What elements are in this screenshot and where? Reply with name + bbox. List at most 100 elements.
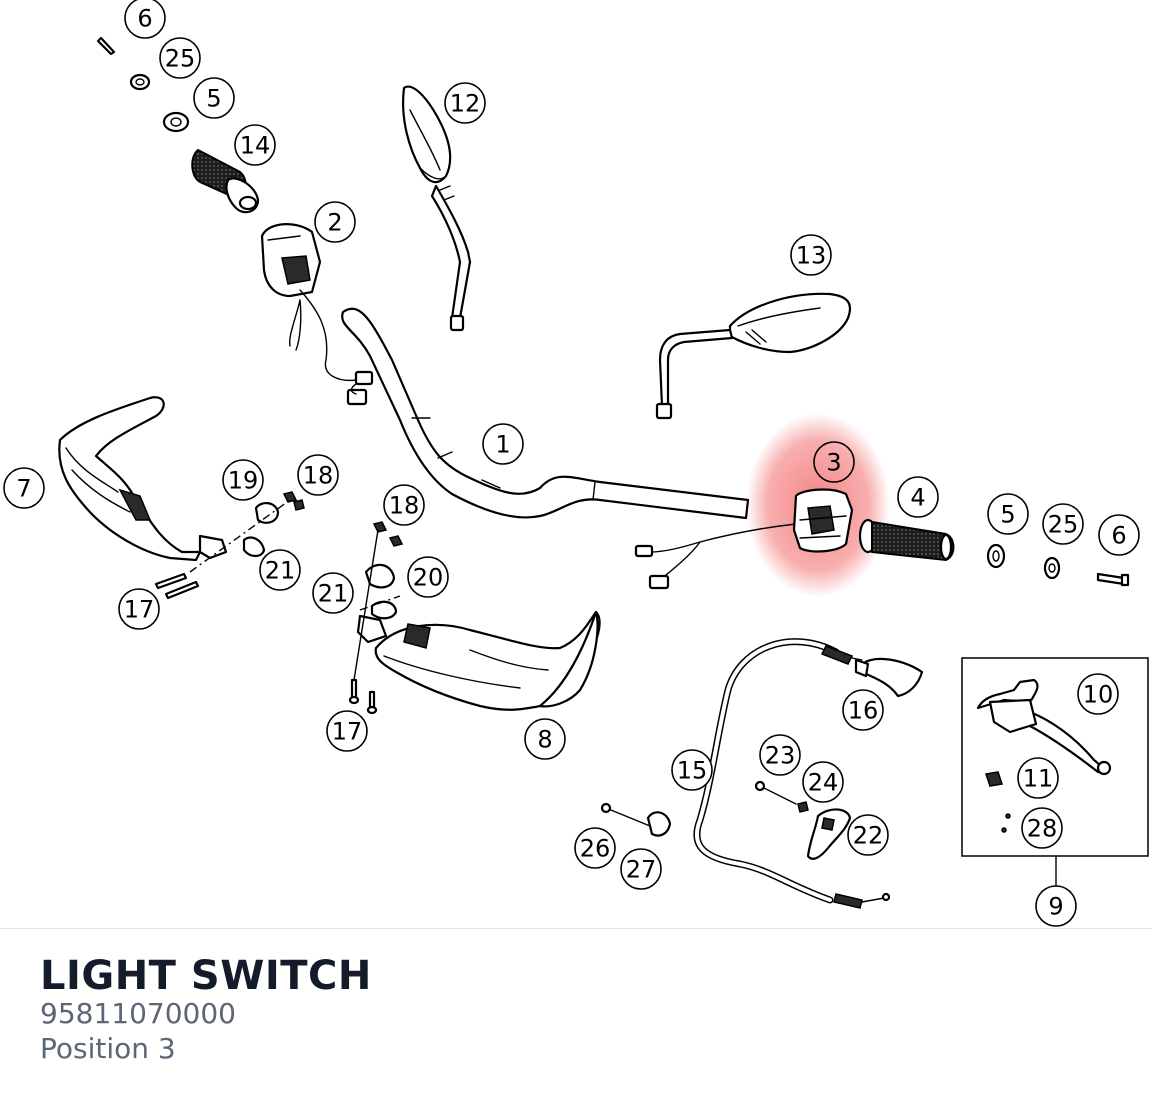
part-27-clamp[interactable] <box>646 811 672 837</box>
callout-22[interactable]: 22 <box>847 814 889 856</box>
callout-circle <box>222 459 264 501</box>
part-22-bracket[interactable] <box>806 808 852 860</box>
callout-18[interactable]: 18 <box>383 484 425 526</box>
part-26-screw[interactable] <box>600 802 651 827</box>
callout-27[interactable]: 27 <box>620 848 662 890</box>
part-5-bar-end-weight-left[interactable] <box>162 111 190 133</box>
callout-circle <box>1042 503 1084 545</box>
part-18-nuts-right[interactable] <box>372 521 404 547</box>
callout-circle <box>802 761 844 803</box>
part-12-left-mirror[interactable] <box>402 85 472 332</box>
callout-circle <box>1098 514 1140 556</box>
callout-label: 8 <box>537 726 552 754</box>
callout-label: 27 <box>626 856 657 884</box>
callout-label: 6 <box>1111 522 1126 550</box>
part-title: LIGHT SWITCH <box>40 953 372 999</box>
callout-24[interactable]: 24 <box>802 761 844 803</box>
callout-label: 4 <box>910 484 925 512</box>
assembly-axis-right <box>359 595 401 611</box>
callout-label: 22 <box>853 822 884 850</box>
callout-circle <box>1035 885 1077 927</box>
callout-label: 21 <box>265 557 296 585</box>
callout-label: 15 <box>677 757 708 785</box>
callout-label: 20 <box>413 564 444 592</box>
callout-18[interactable]: 18 <box>297 454 339 496</box>
callout-5[interactable]: 5 <box>987 493 1029 535</box>
callout-19[interactable]: 19 <box>222 459 264 501</box>
part-1-handlebar[interactable] <box>341 307 750 520</box>
exploded-parts-diagram: 6255142121313452567191818212021171781011… <box>3 0 1149 927</box>
part-17-screws-left[interactable] <box>154 572 200 600</box>
part-21-clip-right[interactable] <box>370 600 398 620</box>
part-25-washer-right[interactable] <box>1043 556 1061 580</box>
part-23-screw[interactable] <box>754 780 797 805</box>
part-16-cable-cover[interactable] <box>854 657 924 698</box>
callout-4[interactable]: 4 <box>897 476 939 518</box>
callout-circle <box>407 556 449 598</box>
callout-label: 28 <box>1027 815 1058 843</box>
part-25-washer-left[interactable] <box>129 73 151 91</box>
callout-13[interactable]: 13 <box>790 234 832 276</box>
callout-label: 2 <box>327 209 342 237</box>
part-15-clutch-cable[interactable] <box>693 638 891 909</box>
callout-label: 5 <box>1000 501 1015 529</box>
callout-25[interactable]: 25 <box>1042 503 1084 545</box>
callout-6[interactable]: 6 <box>124 0 166 39</box>
callout-label: 3 <box>826 449 841 477</box>
part-14-left-grip[interactable] <box>191 148 260 214</box>
part-7-left-handguard[interactable] <box>58 396 228 562</box>
callout-circle <box>897 476 939 518</box>
part-6-bar-end-screw-right[interactable] <box>1096 572 1130 587</box>
callout-21[interactable]: 21 <box>259 549 301 591</box>
callout-3[interactable]: 3 <box>813 441 855 483</box>
callout-11[interactable]: 11 <box>1017 757 1059 799</box>
part-13-right-mirror[interactable] <box>655 292 852 420</box>
callout-circle <box>118 588 160 630</box>
callout-circle <box>3 467 45 509</box>
callout-7[interactable]: 7 <box>3 467 45 509</box>
callout-5[interactable]: 5 <box>193 77 235 119</box>
callout-circle <box>326 710 368 752</box>
part-4-right-grip[interactable] <box>858 518 955 562</box>
callout-17[interactable]: 17 <box>326 710 368 752</box>
callout-14[interactable]: 14 <box>234 124 276 166</box>
callout-16[interactable]: 16 <box>842 689 884 731</box>
part-8-right-handguard[interactable] <box>356 610 601 711</box>
callout-label: 26 <box>580 835 611 863</box>
callout-21[interactable]: 21 <box>312 572 354 614</box>
assembly-line-right <box>353 529 379 681</box>
part-6-bar-end-screw-left[interactable] <box>96 36 116 56</box>
callout-label: 5 <box>206 85 221 113</box>
part-17-screws-right[interactable] <box>348 678 378 715</box>
callout-12[interactable]: 12 <box>444 82 486 124</box>
assembly-axis-left <box>189 499 291 573</box>
callout-label: 19 <box>228 467 259 495</box>
callout-23[interactable]: 23 <box>759 734 801 776</box>
callout-6[interactable]: 6 <box>1098 514 1140 556</box>
callout-10[interactable]: 10 <box>1077 673 1119 715</box>
callout-circle <box>759 734 801 776</box>
callout-9[interactable]: 9 <box>1035 885 1077 927</box>
part-3-light-switch[interactable] <box>634 488 854 590</box>
callout-15[interactable]: 15 <box>671 749 713 791</box>
part-5-bar-end-weight-right[interactable] <box>986 543 1006 569</box>
callout-28[interactable]: 28 <box>1021 807 1063 849</box>
part-24-nut[interactable] <box>797 801 809 813</box>
callout-label: 12 <box>450 90 481 118</box>
part-18-nut-left[interactable] <box>282 491 305 511</box>
callout-17[interactable]: 17 <box>118 588 160 630</box>
callout-8[interactable]: 8 <box>524 718 566 760</box>
callout-2[interactable]: 2 <box>314 201 356 243</box>
callout-25[interactable]: 25 <box>159 37 201 79</box>
callout-26[interactable]: 26 <box>574 827 616 869</box>
part-21-clip-left[interactable] <box>242 536 266 558</box>
part-19-clamp-left[interactable] <box>254 502 280 524</box>
callout-circle <box>987 493 1029 535</box>
part-9-lever-assembly[interactable] <box>961 657 1149 889</box>
part-20-clamp-right[interactable] <box>364 563 396 589</box>
callout-1[interactable]: 1 <box>482 423 524 465</box>
callout-20[interactable]: 20 <box>407 556 449 598</box>
part-2-left-switch[interactable] <box>260 223 374 406</box>
callout-label: 11 <box>1023 765 1054 793</box>
